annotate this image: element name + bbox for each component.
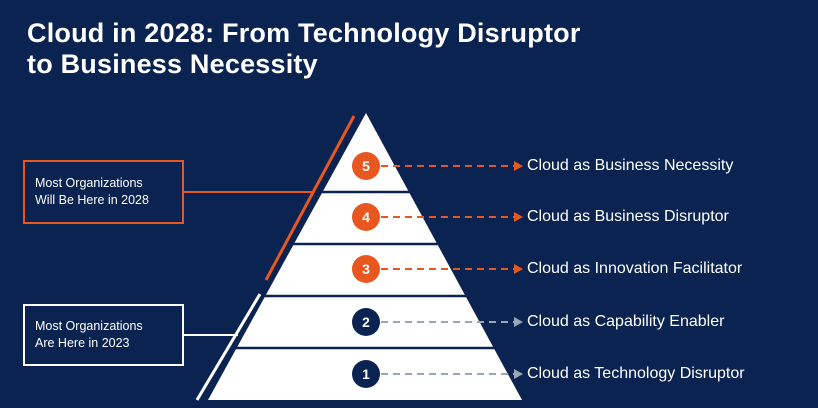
level-4-arrowhead xyxy=(514,212,523,222)
level-3-label: Cloud as Innovation Facilitator xyxy=(527,260,743,277)
level-1-number: 1 xyxy=(362,366,370,382)
page-title: Cloud in 2028: From Technology Disruptor… xyxy=(27,18,581,80)
level-1-badge xyxy=(352,360,380,388)
level-4-number: 4 xyxy=(362,209,370,225)
level-5-number: 5 xyxy=(362,158,370,174)
level-4-label: Cloud as Business Disruptor xyxy=(527,208,729,225)
callout-future-line-2: Will Be Here in 2028 xyxy=(35,193,149,207)
level-4-badge xyxy=(352,203,380,231)
level-2-badge xyxy=(352,308,380,336)
level-2-number: 2 xyxy=(362,314,370,330)
callout-future-2028: Most Organizations Will Be Here in 2028 xyxy=(23,160,184,224)
callout-current-2023: Most Organizations Are Here in 2023 xyxy=(23,304,184,366)
level-1-arrowhead xyxy=(514,369,523,379)
callout-current-line-2: Are Here in 2023 xyxy=(35,336,130,350)
level-3-number: 3 xyxy=(362,261,370,277)
future-bracket-line xyxy=(264,115,356,281)
callout-future-line-1: Most Organizations xyxy=(35,176,143,190)
callout-current-line-1: Most Organizations xyxy=(35,319,143,333)
level-2-label: Cloud as Capability Enabler xyxy=(527,313,725,330)
level-5-arrowhead xyxy=(514,161,523,171)
level-2-arrowhead xyxy=(514,317,523,327)
current-bracket-line xyxy=(195,293,262,401)
level-5-label: Cloud as Business Necessity xyxy=(527,157,734,174)
level-3-badge xyxy=(352,255,380,283)
level-3-arrowhead xyxy=(514,264,523,274)
title-line-1: Cloud in 2028: From Technology Disruptor xyxy=(27,18,581,48)
level-5-badge xyxy=(352,152,380,180)
level-1-label: Cloud as Technology Disruptor xyxy=(527,365,745,382)
title-line-2: to Business Necessity xyxy=(27,49,318,79)
